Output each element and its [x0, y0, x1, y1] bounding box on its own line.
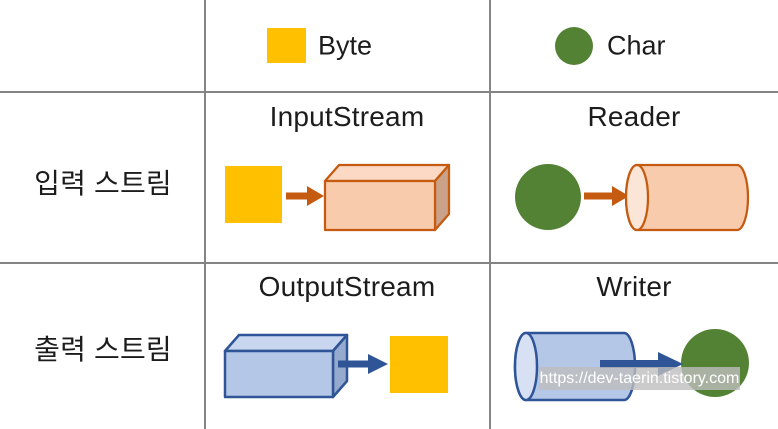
- inputstream-box-icon: [323, 163, 451, 232]
- column-divider-2: [489, 0, 491, 429]
- box-front-face: [323, 179, 437, 232]
- reader-flow-arrow: [584, 186, 629, 206]
- inputstream-title: InputStream: [269, 101, 425, 132]
- row-divider-1: [0, 91, 778, 93]
- row-output-label: 출력 스트림: [34, 334, 172, 365]
- column-divider-1: [204, 0, 206, 429]
- box-top-face: [223, 333, 349, 353]
- box-front-face: [223, 349, 335, 399]
- arrow-head: [612, 186, 629, 206]
- row-divider-2: [0, 262, 778, 264]
- byte-legend-square-icon: [267, 28, 306, 63]
- outputstream-byte-square: [390, 336, 448, 393]
- cylinder-rim: [624, 163, 650, 232]
- row-input-label: 입력 스트림: [34, 168, 172, 199]
- byte-legend-label: Byte: [318, 30, 373, 61]
- inputstream-byte-square: [225, 166, 282, 223]
- watermark-url: https://dev-taerin.tistory.com: [539, 367, 740, 390]
- char-legend-circle-icon: [555, 27, 593, 65]
- cylinder-rim: [513, 331, 539, 402]
- reader-title: Reader: [587, 101, 681, 132]
- outputstream-box-icon: [223, 333, 349, 399]
- outputstream-title: OutputStream: [258, 271, 436, 302]
- arrow-head: [307, 186, 324, 206]
- reader-cylinder-icon: [624, 163, 750, 232]
- outputstream-flow-arrow: [338, 354, 388, 374]
- arrow-head: [368, 354, 388, 374]
- reader-char-circle: [515, 164, 581, 230]
- writer-title: Writer: [596, 271, 672, 302]
- box-top-face: [323, 163, 451, 183]
- char-legend-label: Char: [607, 30, 666, 61]
- inputstream-flow-arrow: [286, 186, 324, 206]
